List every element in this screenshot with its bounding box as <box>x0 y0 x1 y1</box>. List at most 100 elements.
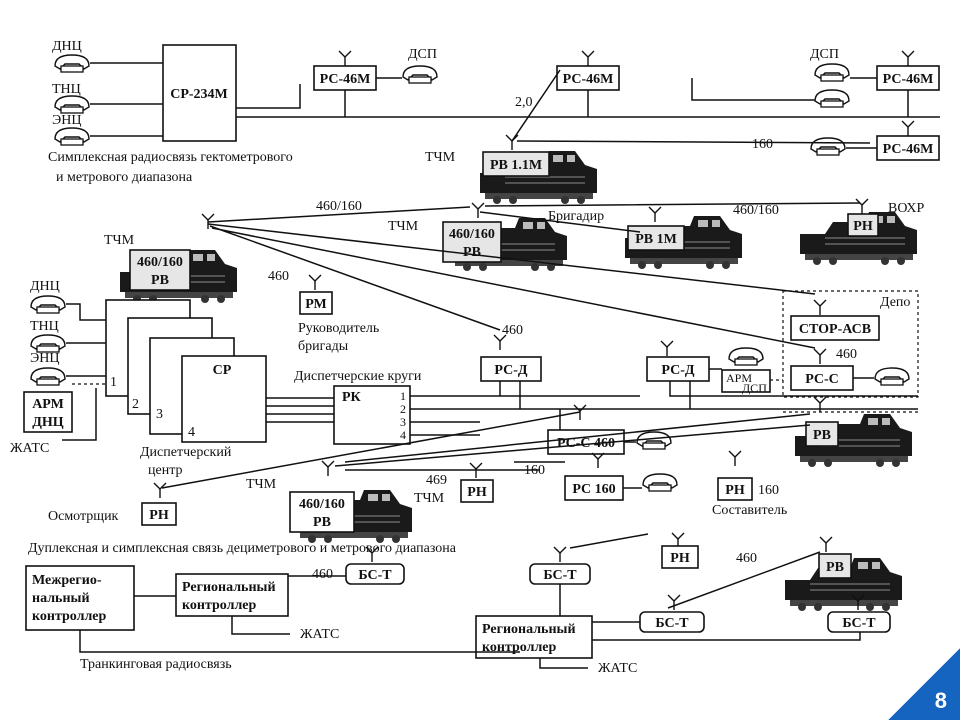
rk-label: РК <box>342 390 362 405</box>
rs-d-label-1: РС-Д <box>494 363 527 378</box>
sr-box <box>181 355 267 443</box>
antenna-icon <box>813 348 827 365</box>
console-num-1: 1 <box>110 375 117 390</box>
antenna-icon <box>728 450 742 467</box>
sr234m-label: СР-234М <box>170 87 228 102</box>
antenna-icon <box>505 134 519 151</box>
rk-num-1: 1 <box>400 389 406 403</box>
rn-label-osm: РН <box>149 508 169 523</box>
arm-dsp-box <box>721 369 771 393</box>
label-zhats-2: ЖАТС <box>300 627 339 642</box>
phone-icon-dsp-1 <box>402 65 438 84</box>
rv-label-trunk: РВ <box>826 560 844 575</box>
phone-icon-rs160 <box>642 473 678 492</box>
rv-freq-label-3: 460/160 <box>299 497 345 512</box>
freq-460-rsd: 460 <box>502 323 523 338</box>
rs46m-label-3: РС-46М <box>883 72 934 87</box>
freq-160-top: 160 <box>752 137 773 152</box>
label-rukovoditel-1: Руководитель <box>298 321 379 336</box>
freq-160-sostavitel: 160 <box>758 483 779 498</box>
antenna-icon <box>855 198 869 215</box>
mezhreg-box <box>25 565 135 631</box>
rk-box <box>333 385 411 445</box>
arm-dnc-label-1: АРМ <box>32 397 64 412</box>
antenna-icon <box>901 50 915 67</box>
stor-asv-box <box>790 315 880 341</box>
rn-box-trunk <box>661 545 699 569</box>
rs-s460-label: РС-С 460 <box>557 436 615 451</box>
label-zhats-3: ЖАТС <box>598 661 637 676</box>
rv-label-2: РВ <box>151 273 169 288</box>
rs160-label: РС 160 <box>572 482 615 497</box>
bs-t-box-4 <box>827 611 891 633</box>
antenna-icon <box>321 460 335 477</box>
bs-t-label-3: БС-Т <box>655 616 689 631</box>
reg-label-1b: контроллер <box>182 598 257 613</box>
reg-label-2a: Региональный <box>482 622 576 637</box>
label-depo: Депо <box>880 295 910 310</box>
label-tchm-3: ТЧМ <box>104 233 135 248</box>
phone-icon-depo <box>874 367 910 386</box>
rv-460-160-box-2 <box>129 249 191 291</box>
label-enc-2: ЭНЦ <box>30 351 59 366</box>
rv-label-1: РВ <box>463 245 481 260</box>
label-tchm-1: ТЧМ <box>425 150 456 165</box>
rv-freq-label-2: 460/160 <box>137 255 183 270</box>
rs46m-label-1: РС-46М <box>320 72 371 87</box>
rs-d-label-2: РС-Д <box>661 363 694 378</box>
phone-icon-tnc-2 <box>30 334 66 353</box>
bs-t-label-4: БС-Т <box>842 616 876 631</box>
bs-t-label-1: БС-Т <box>358 568 392 583</box>
rk-num-2: 2 <box>400 402 406 416</box>
antenna-icon <box>153 482 167 499</box>
freq-460-bst: 460 <box>312 567 333 582</box>
phone-icon-dsp-3 <box>814 89 850 108</box>
freq-2-0: 2,0 <box>515 95 533 110</box>
rs46m-box-3 <box>876 65 940 91</box>
stor-asv-label: СТОР-АСВ <box>799 322 871 337</box>
console-num-2: 2 <box>132 397 139 412</box>
rn-label-sostavitel: РН <box>725 483 745 498</box>
rv11m-label: РВ 1.1М <box>490 158 542 173</box>
freq-460-rm: 460 <box>268 269 289 284</box>
label-tchm-4: ТЧМ <box>414 491 445 506</box>
rv-freq-label-1: 460/160 <box>449 227 495 242</box>
freq-469: 469 <box>426 473 447 488</box>
sr234m-box <box>162 44 237 142</box>
freq-460-trunk: 460 <box>736 551 757 566</box>
phone-icon-tnc <box>54 95 90 114</box>
console-num-4: 4 <box>188 425 195 440</box>
rm-box <box>299 291 333 315</box>
rv-460-160-box-3 <box>289 491 355 533</box>
rs160-box <box>564 475 624 501</box>
arm-dnc-label-2: ДНЦ <box>32 415 64 430</box>
label-dsp-2: ДСП <box>810 47 839 62</box>
antenna-icon <box>819 536 833 553</box>
mezhreg-label-1: Межрегио- <box>32 573 102 588</box>
simplex-title-2: и метрового диапазона <box>56 170 193 185</box>
rn-box-osm <box>141 502 177 526</box>
rn-label-tchm: РН <box>467 485 487 500</box>
phone-icon-dnc-2 <box>30 295 66 314</box>
rn-label-vohr: РН <box>853 219 873 234</box>
rn-label-trunk: РН <box>670 551 690 566</box>
reg-box-2 <box>475 615 593 659</box>
rv11m-box <box>482 151 550 177</box>
freq-460-160-a: 460/160 <box>316 199 362 214</box>
console-num-3: 3 <box>156 407 163 422</box>
antenna-icon <box>591 452 605 469</box>
rv-label-3: РВ <box>313 515 331 530</box>
bs-t-box-1 <box>345 563 405 585</box>
arm-label: АРМ <box>726 371 752 385</box>
mezhreg-label-2: нальный <box>32 591 90 606</box>
antenna-icon <box>813 299 827 316</box>
label-dnc-2: ДНЦ <box>30 279 60 294</box>
rv-box-trunk <box>818 553 852 579</box>
rs-s-label-depo: РС-С <box>805 372 839 387</box>
rn-box-vohr <box>847 213 879 237</box>
duplex-title: Дуплексная и симплексная связь дециметро… <box>28 541 457 556</box>
sr-label: СР <box>213 363 232 378</box>
dsp-label-arm: ДСП <box>742 381 767 395</box>
mezhreg-label-3: контроллер <box>32 609 107 624</box>
rv-label-right: РВ <box>813 428 831 443</box>
